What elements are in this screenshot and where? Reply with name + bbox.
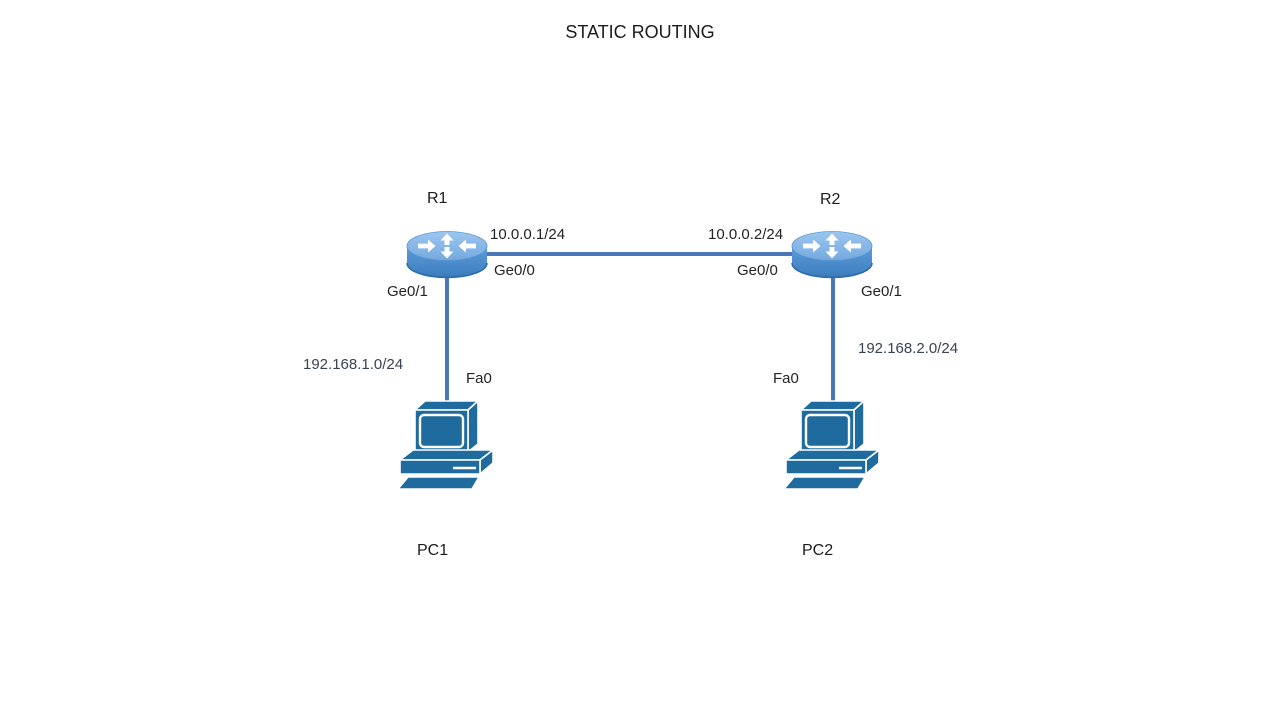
interface-label-r1-ge00: Ge0/0 — [494, 262, 535, 279]
ip-label-r2-ge00: 10.0.0.2/24 — [708, 226, 784, 243]
router-shape — [791, 231, 873, 279]
node-label-r1: R1 — [427, 190, 448, 207]
interface-label-r1-ge01: Ge0/1 — [387, 283, 428, 300]
interface-label-pc1-fa0: Fa0 — [466, 370, 492, 387]
node-label-r2: R2 — [820, 191, 841, 208]
router-arrows-glyph — [803, 233, 861, 259]
interface-label-r2-ge00: Ge0/0 — [737, 262, 778, 279]
pc-icon[interactable] — [398, 399, 498, 491]
ip-label-r1-ge00: 10.0.0.1/24 — [490, 226, 566, 243]
diagram-title: STATIC ROUTING — [565, 22, 715, 42]
pc-shape — [398, 400, 494, 490]
node-label-pc1: PC1 — [417, 542, 449, 559]
router-arrows-glyph — [418, 233, 476, 259]
router-shape — [406, 231, 488, 279]
link-r1-pc1[interactable] — [445, 277, 449, 403]
interface-label-r2-ge01: Ge0/1 — [861, 283, 902, 300]
node-label-pc2: PC2 — [802, 542, 834, 559]
router-icon[interactable] — [791, 231, 873, 279]
pc-shape — [784, 400, 880, 490]
link-r1-r2[interactable] — [486, 252, 794, 256]
link-r2-pc2[interactable] — [831, 277, 835, 403]
interface-label-pc2-fa0: Fa0 — [773, 370, 799, 387]
router-icon[interactable] — [406, 231, 488, 279]
subnet-label-lan2: 192.168.2.0/24 — [858, 340, 959, 357]
subnet-label-lan1: 192.168.1.0/24 — [303, 356, 404, 373]
pc-icon[interactable] — [784, 399, 884, 491]
